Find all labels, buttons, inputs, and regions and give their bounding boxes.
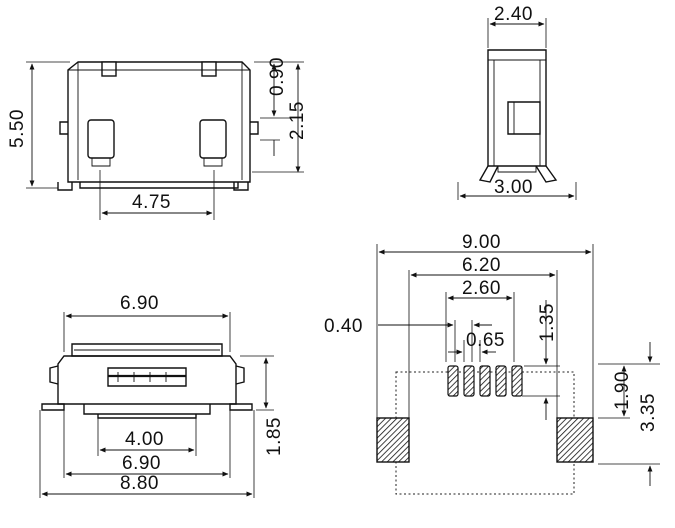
front-dim-top: 0.90: [267, 57, 288, 96]
front-view: [26, 61, 304, 220]
footprint-dim-pad-total: 3.35: [638, 393, 659, 432]
side-view: [457, 18, 577, 200]
footprint-dim-pad-h: 1.90: [612, 371, 633, 410]
bottom-dim-inner1: 4.00: [125, 429, 164, 450]
front-dim-bottom: 4.75: [132, 192, 171, 213]
side-dim-bottom: 3.00: [494, 177, 533, 198]
bottom-dim-inner2: 6.90: [122, 453, 161, 474]
bottom-view: [39, 312, 274, 498]
front-dim-height: 5.50: [7, 109, 28, 148]
footprint-dim-inner: 6.20: [462, 255, 501, 276]
footprint-dim-overall: 9.00: [462, 232, 501, 253]
side-dim-top: 2.40: [494, 4, 533, 25]
footprint-dim-pitch: 0.65: [466, 330, 505, 351]
footprint-dim-pin-len: 1.35: [537, 303, 558, 342]
bottom-dim-top: 6.90: [120, 293, 159, 314]
footprint-dim-pins: 2.60: [462, 278, 501, 299]
bottom-dim-height: 1.85: [264, 417, 285, 456]
footprint-view: [376, 244, 660, 495]
footprint-dim-pin-width: 0.40: [324, 316, 363, 337]
front-dim-mid: 2.15: [287, 101, 308, 140]
bottom-dim-overall: 8.80: [120, 473, 159, 494]
